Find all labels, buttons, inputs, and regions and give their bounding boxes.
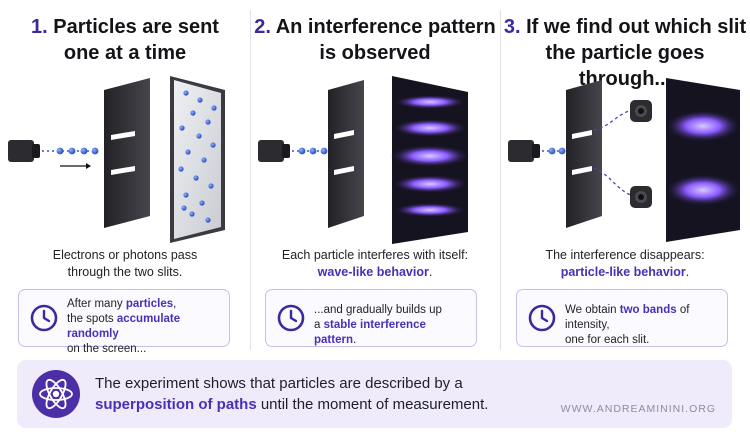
- panel-interference-observed: 2. An interference pattern is observed: [250, 0, 500, 354]
- info-text: After many particles, the spots accumula…: [67, 297, 223, 357]
- caption-line-1: The interference disappears:: [545, 248, 705, 262]
- intensity-bands: [665, 110, 741, 206]
- panel-particles-sent: 1. Particles are sent one at a time: [0, 0, 250, 355]
- clock-icon: [528, 304, 556, 332]
- scene-which-slit: [508, 78, 741, 242]
- panel-title: 2. An interference pattern is observed: [250, 14, 500, 66]
- panel-title: 3. If we find out which slit the particl…: [500, 14, 750, 92]
- info-box: We obtain two bands of intensity, one fo…: [516, 289, 728, 347]
- two-band-screen: [665, 78, 741, 242]
- info-text-part: on the screen...: [67, 343, 147, 355]
- conclusion-part: The experiment shows that particles are …: [95, 375, 463, 392]
- particle-beam: [292, 147, 328, 155]
- info-highlight: stable interference pattern: [314, 319, 426, 346]
- info-highlight: randomly: [67, 328, 119, 340]
- clock-icon: [277, 304, 305, 332]
- title-line-2: one at a time: [63, 42, 187, 64]
- info-text-part: the spots: [67, 313, 117, 325]
- caption-line-1: Each particle interferes with itself:: [281, 248, 469, 262]
- step-number: 3.: [503, 16, 521, 38]
- panel-divider: [500, 10, 501, 350]
- conclusion-banner: The experiment shows that particles are …: [17, 360, 732, 428]
- panel-which-slit: 3. If we find out which slit the particl…: [500, 0, 750, 354]
- info-box: ...and gradually builds up a stable inte…: [265, 289, 477, 347]
- conclusion-text: The experiment shows that particles are …: [95, 373, 565, 415]
- caption-end: .: [685, 265, 690, 279]
- info-text-part: of intensity,: [565, 304, 690, 331]
- watermark: WWW.ANDREAMININI.ORG: [560, 403, 716, 415]
- scene-particles-sent: [8, 76, 225, 243]
- title-line-1: Particles are sent: [53, 16, 219, 38]
- panel-caption: Each particle interferes with itself: wa…: [250, 247, 500, 281]
- particle-emitter-icon: [8, 140, 40, 162]
- detection-screen: [170, 76, 225, 243]
- info-box: After many particles, the spots accumula…: [18, 289, 230, 355]
- info-text-part: After many: [67, 298, 126, 310]
- caption-line-2: through the two slits.: [67, 265, 183, 279]
- detector-icon: [630, 100, 652, 122]
- which-path-detectors: [593, 100, 652, 208]
- title-line-2: the particle goes through...: [545, 42, 705, 90]
- particle-emitter-icon: [508, 140, 540, 162]
- info-text-part: ,: [173, 298, 177, 310]
- particle-beam: [42, 147, 99, 169]
- detector-icon: [630, 186, 652, 208]
- atom-icon: [32, 370, 80, 418]
- conclusion-highlight: superposition of paths: [95, 396, 257, 413]
- title-line-1: If we find out which slit: [526, 16, 747, 38]
- caption-highlight: particle-like behavior: [560, 265, 686, 279]
- step-number: 2.: [254, 16, 271, 38]
- info-text-part: .: [352, 334, 357, 346]
- info-text: ...and gradually builds up a stable inte…: [314, 303, 470, 348]
- panel-caption: The interference disappears: particle-li…: [500, 247, 750, 281]
- caption-end: .: [428, 265, 433, 279]
- step-number: 1.: [31, 16, 48, 38]
- panel-divider: [250, 10, 251, 350]
- caption-line-1: Electrons or photons pass: [52, 248, 198, 262]
- interference-fringes: [390, 95, 470, 217]
- info-text-part: one for each slit.: [565, 334, 650, 346]
- info-text: We obtain two bands of intensity, one fo…: [565, 303, 721, 348]
- title-line-1: An interference pattern: [275, 16, 496, 38]
- caption-highlight: wave-like behavior: [317, 265, 429, 279]
- title-line-2: is observed: [319, 42, 431, 64]
- panel-caption: Electrons or photons pass through the tw…: [0, 247, 250, 281]
- double-slit-wall: [328, 80, 364, 228]
- particle-emitter-icon: [258, 140, 290, 162]
- particle-beam: [542, 147, 566, 155]
- double-slit-wall: [104, 78, 150, 228]
- info-text-part: We obtain: [565, 304, 620, 316]
- scene-interference: [258, 76, 470, 244]
- info-text-part: ...and gradually builds up: [314, 304, 442, 316]
- random-spots: [178, 90, 217, 223]
- info-text-part: a: [314, 319, 324, 331]
- double-slit-wall: [566, 80, 602, 228]
- info-highlight: two bands: [619, 304, 677, 316]
- panel-title: 1. Particles are sent one at a time: [0, 14, 250, 66]
- clock-icon: [30, 304, 58, 332]
- info-highlight: particles: [125, 298, 174, 310]
- info-highlight: accumulate: [116, 313, 181, 325]
- interference-screen: [390, 76, 470, 244]
- conclusion-part: until the moment of measurement.: [256, 396, 489, 413]
